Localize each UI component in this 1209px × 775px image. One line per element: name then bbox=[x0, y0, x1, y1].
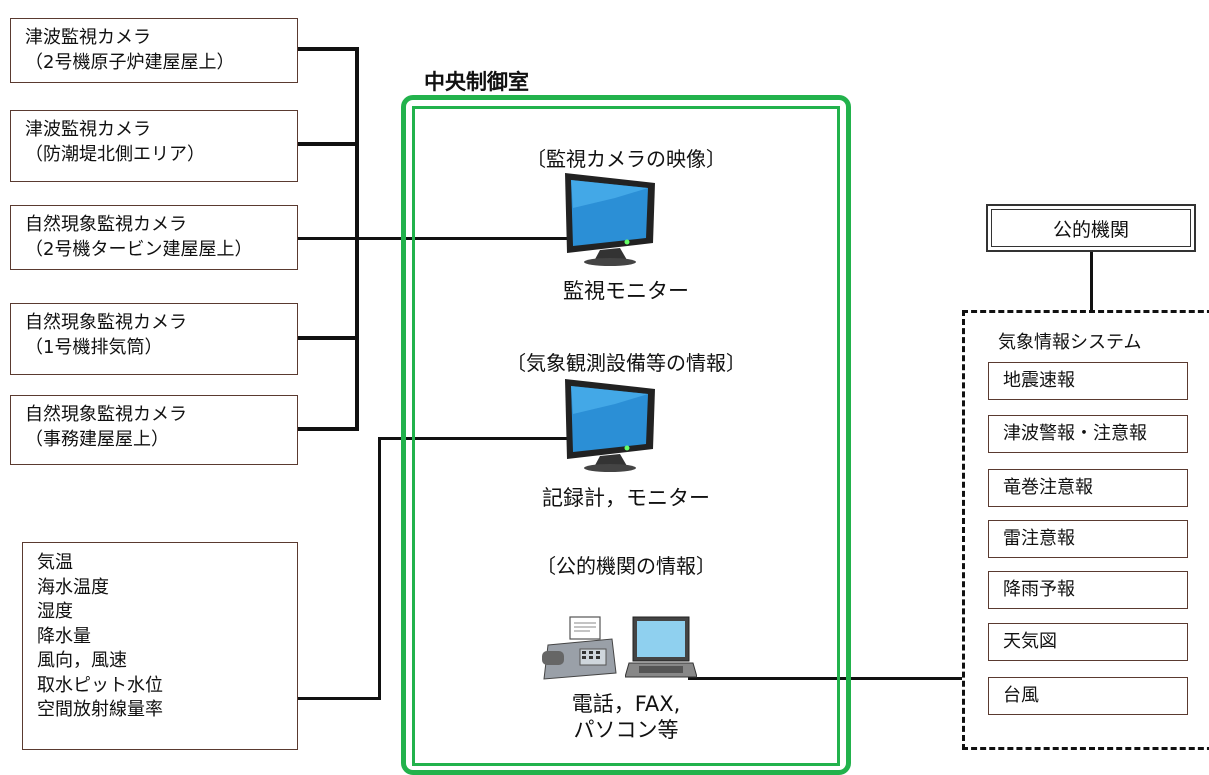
pc-to-weather-line bbox=[688, 677, 964, 680]
camera-location: （2号機タービン建屋屋上） bbox=[25, 239, 253, 260]
weather-item: 雷注意報 bbox=[988, 520, 1188, 558]
monitor-label: 監視モニター bbox=[563, 279, 689, 303]
weather-system-title: 気象情報システム bbox=[998, 332, 1142, 353]
devices-label-line2: パソコン等 bbox=[573, 718, 679, 742]
camera-to-monitor-line bbox=[296, 237, 596, 240]
weather-item: 台風 bbox=[988, 677, 1188, 715]
measurement-item: 風向，風速 bbox=[37, 650, 127, 671]
camera-name: 津波監視カメラ bbox=[25, 119, 151, 140]
camera-location: （2号機原子炉建屋屋上） bbox=[25, 52, 235, 73]
camera-name: 津波監視カメラ bbox=[25, 27, 151, 48]
monitor-icon bbox=[565, 173, 655, 266]
measurements-connector-v bbox=[378, 437, 381, 700]
camera-name: 自然現象監視カメラ bbox=[25, 404, 187, 425]
camera-name: 自然現象監視カメラ bbox=[25, 312, 187, 333]
laptop-icon bbox=[625, 616, 697, 678]
camera-location: （防潮堤北側エリア） bbox=[25, 144, 205, 165]
public-org-box: 公的機関 bbox=[986, 204, 1196, 252]
recorder-monitor-label: 記録計，モニター bbox=[542, 486, 710, 510]
measurement-item: 気温 bbox=[37, 552, 73, 573]
camera-box-3: 自然現象監視カメラ （2号機タービン建屋屋上） bbox=[10, 205, 298, 270]
measurement-item: 海水温度 bbox=[37, 576, 109, 598]
section-public-info: 〔公的機関の情報〕 bbox=[536, 554, 716, 578]
camera-name: 自然現象監視カメラ bbox=[25, 214, 187, 235]
public-org-label: 公的機関 bbox=[991, 209, 1191, 247]
measurement-item: 湿度 bbox=[37, 601, 73, 622]
control-room-title: 中央制御室 bbox=[424, 70, 529, 94]
measurements-connector-h bbox=[296, 697, 380, 700]
measurements-to-recorder-line bbox=[378, 437, 598, 440]
recorder-monitor-icon bbox=[565, 379, 655, 472]
weather-item: 地震速報 bbox=[988, 362, 1188, 400]
camera-box-4: 自然現象監視カメラ （1号機排気筒） bbox=[10, 303, 298, 375]
measurement-item: 空間放射線量率 bbox=[37, 699, 163, 720]
camera2-connector bbox=[296, 142, 357, 146]
section-weather-equipment: 〔気象観測設備等の情報〕 bbox=[506, 351, 746, 375]
camera5-connector bbox=[296, 427, 357, 431]
camera1-connector bbox=[296, 47, 357, 51]
section-camera-images: 〔監視カメラの映像〕 bbox=[526, 147, 726, 171]
camera-location: （事務建屋屋上） bbox=[25, 429, 169, 450]
weather-item: 津波警報・注意報 bbox=[988, 415, 1188, 453]
weather-item: 天気図 bbox=[988, 623, 1188, 661]
measurement-item: 降水量 bbox=[37, 625, 91, 647]
devices-label-line1: 電話，FAX, bbox=[571, 692, 681, 716]
measurements-box: 気温 海水温度 湿度 降水量 風向，風速 取水ピット水位 空間放射線量率 bbox=[22, 542, 298, 750]
public-org-to-weather-line bbox=[1090, 252, 1093, 312]
measurement-item: 取水ピット水位 bbox=[37, 674, 163, 696]
camera-box-2: 津波監視カメラ （防潮堤北側エリア） bbox=[10, 110, 298, 182]
fax-icon bbox=[542, 616, 617, 680]
camera-box-1: 津波監視カメラ （2号機原子炉建屋屋上） bbox=[10, 18, 298, 83]
camera4-connector bbox=[296, 336, 357, 340]
weather-item: 降雨予報 bbox=[988, 571, 1188, 609]
camera-box-5: 自然現象監視カメラ （事務建屋屋上） bbox=[10, 395, 298, 465]
camera-location: （1号機排気筒） bbox=[25, 337, 163, 358]
weather-item: 竜巻注意報 bbox=[988, 469, 1188, 507]
